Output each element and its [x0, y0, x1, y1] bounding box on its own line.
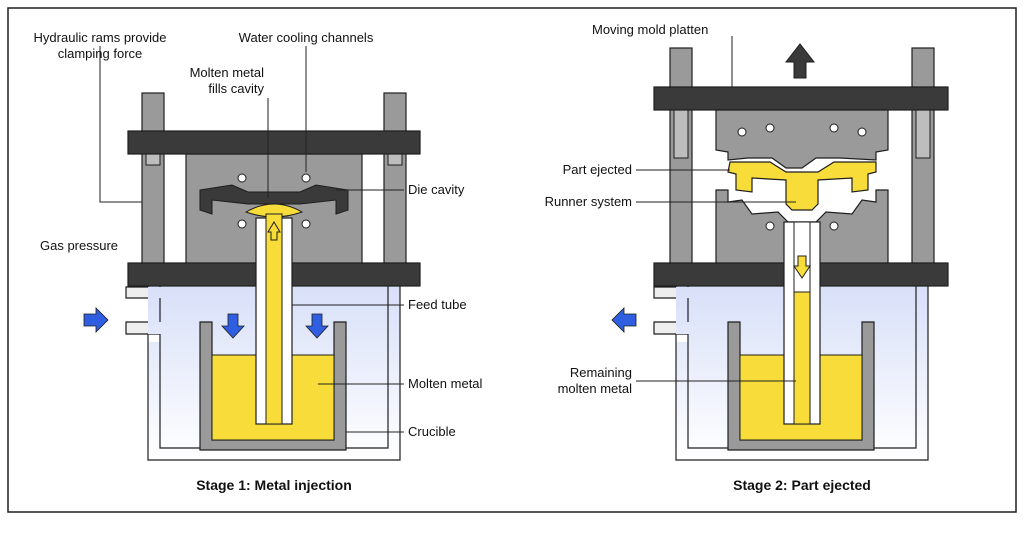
stage2-upper-mold-half [715, 109, 889, 169]
stage2-title: Stage 2: Part ejected [733, 477, 871, 493]
stage1-diagram: Hydraulic rams provide clamping force Wa… [34, 30, 483, 493]
stage1-cooling-hole [301, 219, 311, 229]
stage1-top-plate [127, 130, 421, 155]
stage1-right-column-collar [387, 152, 403, 166]
label-die-cavity: Die cavity [408, 182, 465, 197]
label-crucible: Crucible [408, 424, 456, 439]
stage2-gas-out-arrow-icon [611, 307, 637, 333]
stage2-cooling-hole [765, 221, 775, 231]
stage2-cooling-hole [765, 123, 775, 133]
stage1-left-column [141, 92, 165, 266]
stage2-left-column-collar [673, 109, 689, 159]
stage2-cooling-hole [829, 221, 839, 231]
stage1-title: Stage 1: Metal injection [196, 477, 352, 493]
label-remaining-line1: Remaining [570, 365, 632, 380]
stage1-cooling-hole [301, 173, 311, 183]
stage2-cooling-hole [829, 123, 839, 133]
stage1-left-column-collar [145, 152, 161, 166]
stage1-flow-up-arrow-icon [267, 221, 281, 241]
stage1-feed-tube-metal [265, 213, 283, 425]
label-feed-tube: Feed tube [408, 297, 467, 312]
label-water-cooling: Water cooling channels [239, 30, 374, 45]
stage1-leader-hydraulic [99, 46, 142, 203]
label-moving-platten: Moving mold platten [592, 22, 708, 37]
label-molten-metal: Molten metal [408, 376, 483, 391]
stage2-cooling-hole [737, 127, 747, 137]
stage2-ejected-part [727, 161, 877, 211]
label-runner-system: Runner system [545, 194, 632, 209]
label-hydraulic-line2: clamping force [58, 46, 143, 61]
label-molten-fills-line1: Molten metal [190, 65, 265, 80]
label-remaining-line2: molten metal [558, 381, 633, 396]
stage2-platen-up-arrow-icon [784, 43, 816, 79]
label-gas-pressure: Gas pressure [40, 238, 118, 253]
stage1-die-cavity [199, 184, 349, 215]
stage2-feed-tube-metal [793, 291, 811, 425]
label-molten-fills-line2: fills cavity [208, 81, 264, 96]
stage2-cooling-hole [857, 127, 867, 137]
stage1-right-column [383, 92, 407, 266]
stage1-pressure-down-arrow-icon [305, 313, 329, 339]
stage2-right-column-collar [915, 109, 931, 159]
stage2-moving-platen [653, 86, 949, 111]
label-part-ejected: Part ejected [563, 162, 632, 177]
stage2-diagram: Moving mold platten Part ejected Runner … [545, 22, 949, 493]
stage1-cavity-fill [244, 203, 304, 218]
stage1-gas-in-arrow-icon [83, 307, 109, 333]
stage1-cooling-hole [237, 219, 247, 229]
stage1-pressure-down-arrow-icon [221, 313, 245, 339]
stage2-flow-down-arrow-icon [793, 255, 811, 279]
stage1-cooling-hole [237, 173, 247, 183]
label-hydraulic-line1: Hydraulic rams provide [34, 30, 167, 45]
